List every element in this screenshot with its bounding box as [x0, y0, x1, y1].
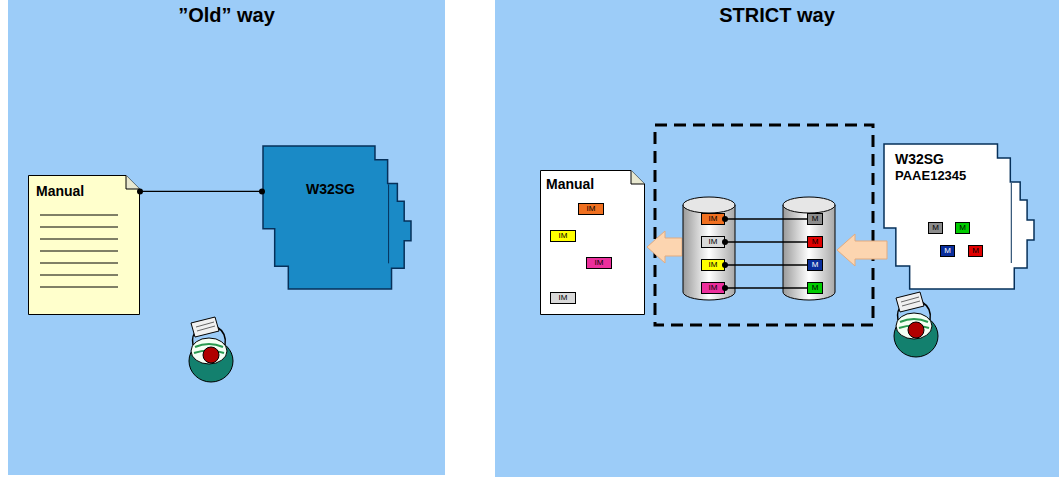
cylinder-top — [783, 197, 835, 213]
im-chip: IM — [586, 257, 612, 269]
manual-document: ManualIM IM IM IM — [540, 170, 645, 315]
im-chip: IM — [701, 236, 725, 248]
body — [896, 313, 932, 339]
engine-outline — [884, 144, 1034, 289]
text-line — [40, 287, 118, 288]
database-cylinder — [683, 197, 735, 300]
m-chip: M — [940, 245, 955, 257]
text-line — [40, 251, 118, 252]
flow-arrow — [647, 231, 682, 263]
dashed-boundary — [655, 125, 873, 325]
m-chip: M — [807, 282, 823, 294]
chip-label: M — [959, 223, 966, 233]
panel: ”Old” wayManual W32SG — [8, 0, 445, 475]
head — [908, 322, 924, 338]
cylinder-top — [683, 197, 735, 213]
body — [191, 338, 227, 364]
chip-label: IM — [559, 293, 568, 303]
connector-line — [140, 191, 262, 192]
connector-dot — [722, 262, 728, 268]
m-chip: M — [807, 259, 823, 271]
m-chip: M — [928, 222, 943, 234]
chip-label: M — [812, 283, 819, 293]
panel: STRICT wayManualIMIMIMIMIMIMIMIMMMMMW32S… — [495, 0, 1059, 477]
head — [203, 347, 219, 363]
connector-line — [725, 241, 807, 242]
shape-label: Manual — [36, 183, 84, 200]
m-chip: M — [807, 236, 823, 248]
connector-dot — [259, 188, 265, 194]
chip-label: M — [932, 223, 939, 233]
im-chip: IM — [701, 213, 725, 225]
cylinder-body — [783, 205, 835, 300]
database-cylinder — [783, 197, 835, 300]
connector-dot — [137, 188, 143, 194]
im-chip: IM — [550, 292, 576, 304]
connector-line — [725, 264, 807, 265]
shape-label: PAAE12345 — [895, 168, 966, 184]
m-chip: M — [968, 245, 983, 257]
shape-label: W32SG — [895, 151, 944, 168]
chip-label: IM — [587, 204, 596, 214]
page-fold — [631, 171, 645, 185]
paper-lines — [901, 297, 920, 306]
shape-outline — [262, 145, 412, 290]
engine-outline — [263, 146, 411, 289]
connector-dot — [722, 239, 728, 245]
chip-label: M — [944, 246, 951, 256]
m-chip: M — [955, 222, 970, 234]
manual-document: Manual — [28, 175, 140, 315]
page-fold — [126, 176, 140, 190]
connector-line — [725, 287, 807, 288]
im-chip: IM — [550, 230, 576, 242]
shape-label: W32SG — [306, 181, 355, 198]
person-icon — [189, 317, 233, 382]
chip-label: M — [812, 260, 819, 270]
engine-detail — [388, 184, 389, 263]
im-chip: IM — [578, 203, 604, 215]
chip-label: IM — [709, 237, 718, 247]
chip-label: IM — [709, 214, 718, 224]
text-line — [40, 227, 118, 228]
engine-shape: W32SG — [262, 145, 412, 290]
paper — [896, 292, 924, 312]
connector-line — [725, 218, 807, 219]
person-icon — [894, 292, 938, 357]
text-line — [40, 215, 118, 216]
shape-label: Manual — [546, 176, 594, 193]
chip-label: IM — [559, 231, 568, 241]
chip-label: M — [812, 237, 819, 247]
flow-arrow — [837, 234, 887, 266]
cylinder-body — [683, 205, 735, 300]
im-chip: IM — [701, 282, 725, 294]
chip-label: IM — [709, 283, 718, 293]
text-line — [40, 239, 118, 240]
chip-label: M — [972, 246, 979, 256]
engine-detail — [1011, 183, 1012, 263]
chip-label: M — [812, 214, 819, 224]
im-chip: IM — [701, 259, 725, 271]
document-page — [29, 176, 140, 315]
m-chip: M — [807, 213, 823, 225]
chip-label: IM — [709, 260, 718, 270]
chip-label: IM — [595, 258, 604, 268]
text-line — [40, 275, 118, 276]
panel-title: ”Old” way — [178, 3, 275, 27]
connector-dot — [722, 285, 728, 291]
text-line — [40, 263, 118, 264]
panel-title: STRICT way — [719, 3, 835, 27]
paper-lines — [196, 322, 215, 331]
document-page — [541, 171, 645, 315]
engine-shape: W32SGPAAE12345M M M M — [883, 143, 1035, 290]
paper — [191, 317, 219, 337]
connector-dot — [722, 216, 728, 222]
